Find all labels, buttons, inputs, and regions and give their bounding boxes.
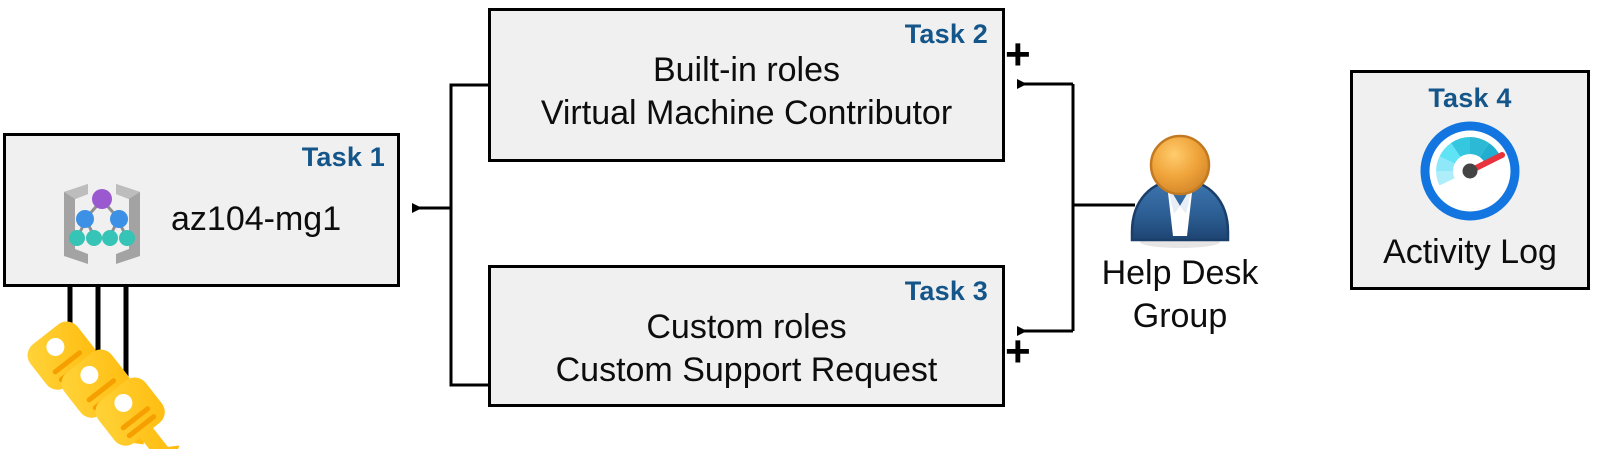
user-group-icon <box>1130 134 1230 248</box>
help-desk-caption-line1: Help Desk <box>1101 254 1259 292</box>
task-4-box[interactable]: Task 4 Activity Log <box>1350 70 1590 290</box>
plus-sign-bottom: + <box>1005 327 1031 376</box>
task-2-text-line2: Virtual Machine Contributor <box>540 94 953 132</box>
task-3-text-line1: Custom roles <box>646 308 847 346</box>
left-connector-group <box>412 83 488 387</box>
task-3-text-line2: Custom Support Request <box>555 351 938 389</box>
key-icons-group <box>27 300 188 449</box>
task-4-text-line1: Activity Log <box>1383 233 1557 271</box>
task-4-label: Task 4 <box>1428 83 1512 113</box>
help-desk-caption-line2: Group <box>1132 297 1228 335</box>
task-3-label: Task 3 <box>904 276 988 306</box>
task-2-box[interactable]: Task 2 Built-in roles Virtual Machine Co… <box>488 8 1005 162</box>
task-1-text-line1: az104-mg1 <box>171 200 342 238</box>
management-group-icon <box>48 168 156 268</box>
task-2-text-line1: Built-in roles <box>652 51 841 89</box>
plus-sign-top: + <box>1005 30 1031 79</box>
activity-log-gauge-icon <box>1420 121 1520 221</box>
task-2-label: Task 2 <box>904 19 988 49</box>
task-1-box[interactable]: Task 1 <box>3 133 400 287</box>
help-desk-group[interactable] <box>1118 132 1243 252</box>
task-1-label: Task 1 <box>301 142 385 172</box>
task-3-box[interactable]: Task 3 Custom roles Custom Support Reque… <box>488 265 1005 407</box>
